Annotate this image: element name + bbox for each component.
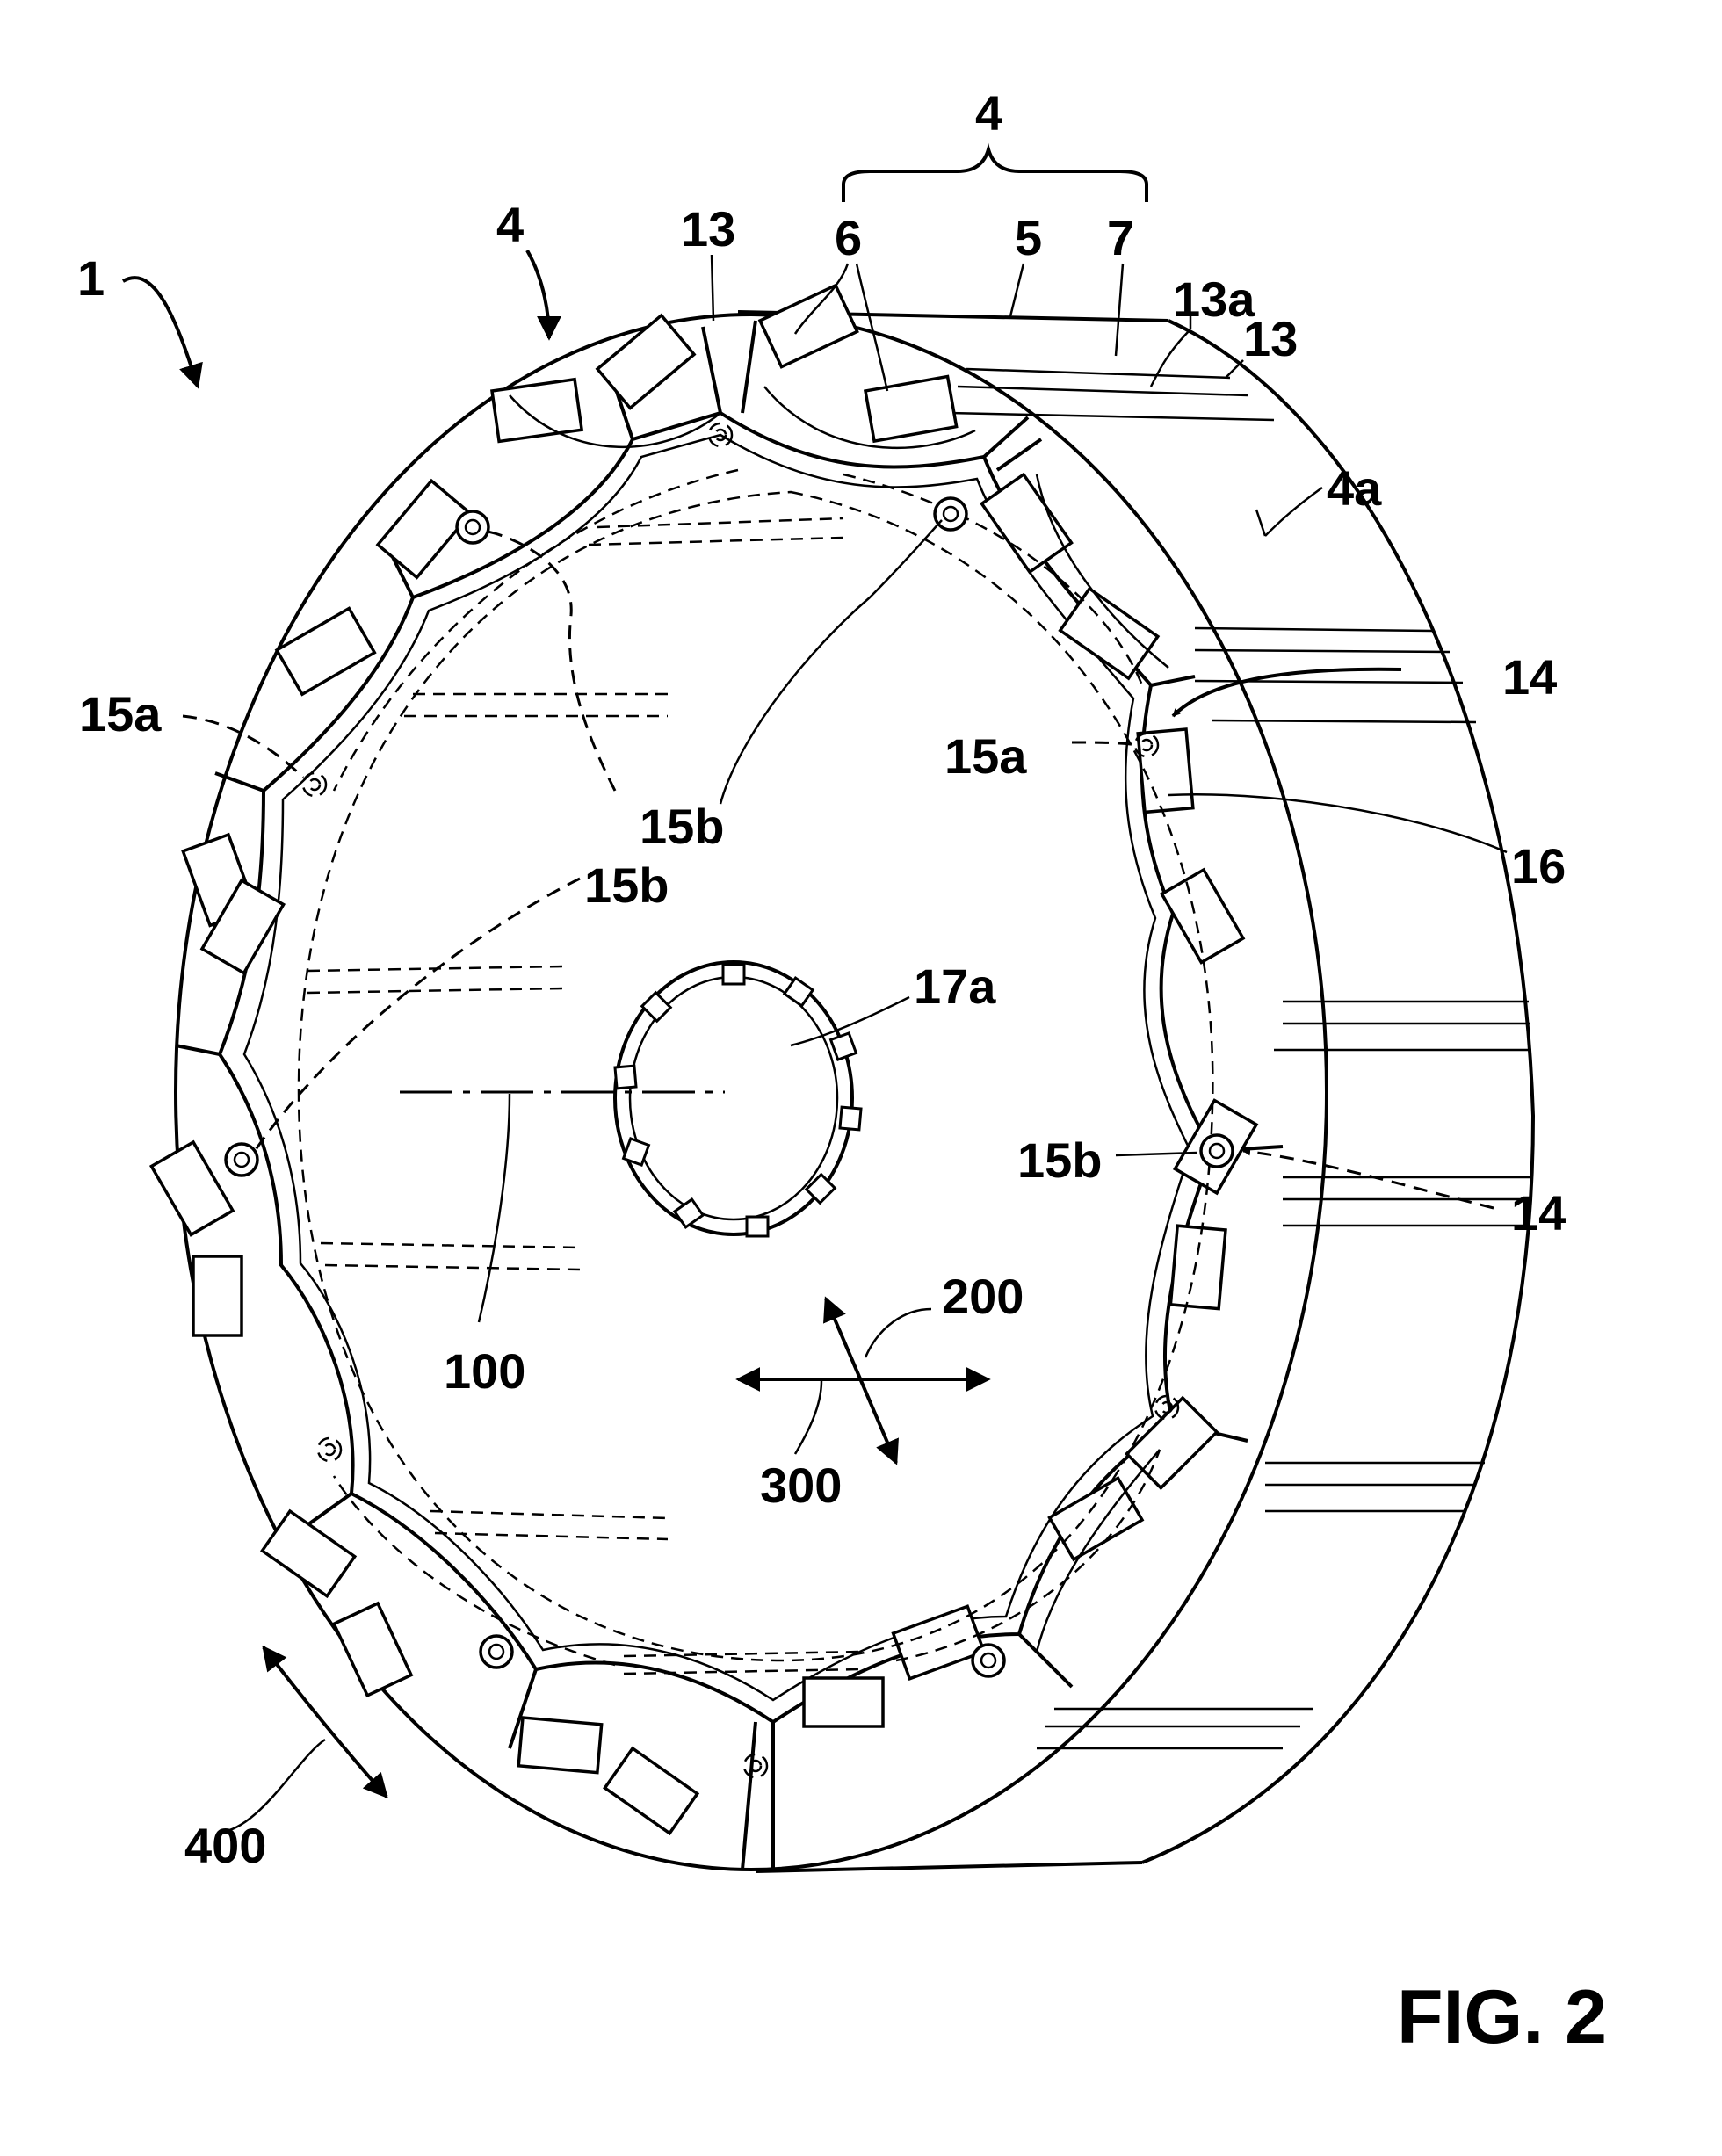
splined-hub-17a	[613, 960, 863, 1238]
label-6: 6	[835, 210, 862, 265]
label-14-lower: 14	[1511, 1185, 1566, 1241]
label-400: 400	[184, 1818, 266, 1873]
figure-caption: FIG. 2	[1397, 1975, 1607, 2059]
holes-15a	[301, 422, 1180, 1779]
leader-lines	[122, 250, 1508, 1834]
label-7: 7	[1107, 210, 1134, 265]
label-100: 100	[444, 1343, 525, 1399]
bracket-4	[842, 142, 1148, 202]
front-face-outline	[174, 313, 1328, 1871]
label-15b-center: 15b	[640, 799, 725, 854]
label-15a-right: 15a	[944, 728, 1027, 784]
label-15a-left: 15a	[79, 686, 162, 742]
label-300: 300	[760, 1458, 842, 1513]
permanent-magnets	[148, 283, 1259, 1836]
label-200: 200	[942, 1269, 1024, 1324]
label-4-left: 4	[496, 197, 524, 252]
label-13a: 13a	[1173, 271, 1255, 327]
label-16: 16	[1511, 838, 1566, 894]
label-1: 1	[77, 250, 105, 306]
label-15b-left: 15b	[584, 857, 669, 913]
reference-labels: 1 4 4 13 6 5 7 13a 13 4a 14 15a 16 15a 1…	[77, 85, 1607, 2059]
label-14-upper: 14	[1502, 649, 1557, 705]
label-17a: 17a	[914, 959, 996, 1014]
label-5: 5	[1015, 210, 1042, 265]
label-4-top: 4	[975, 85, 1002, 141]
label-13-top: 13	[681, 201, 735, 257]
rotor-outer-shell	[737, 310, 1536, 1873]
direction-arrows	[262, 1296, 991, 1799]
bolts-15b	[224, 496, 1234, 1678]
pole-separators	[175, 320, 1284, 1870]
label-4a: 4a	[1327, 460, 1382, 516]
label-15b-right: 15b	[1017, 1132, 1103, 1188]
label-13-right: 13	[1243, 311, 1298, 366]
end-disk-hidden-outline	[297, 468, 1214, 1675]
